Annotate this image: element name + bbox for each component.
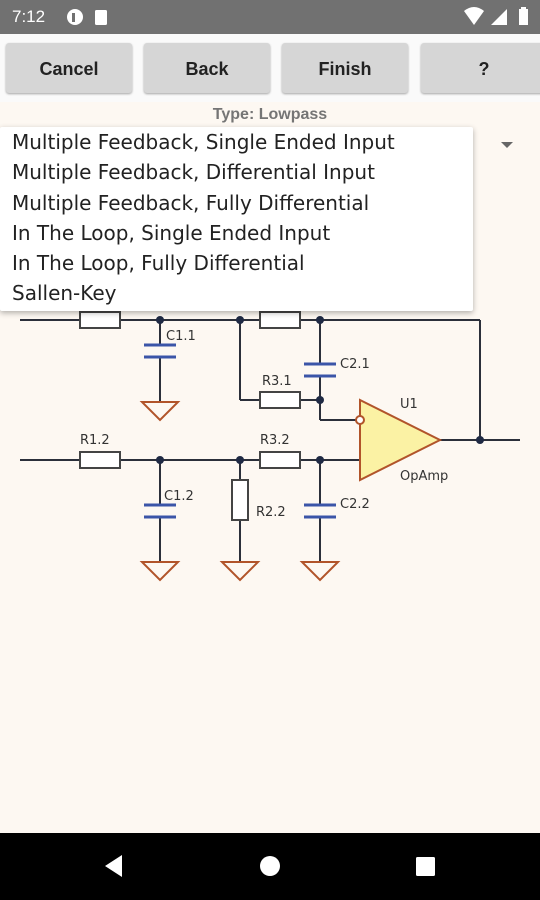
dropdown-item-mfb-single-ended[interactable]: Multiple Feedback, Single Ended Input bbox=[12, 130, 395, 154]
dropdown-item-sallen-key[interactable]: Sallen-Key bbox=[12, 281, 117, 306]
help-button[interactable]: ? bbox=[421, 43, 540, 93]
wifi-icon bbox=[464, 7, 484, 25]
status-time: 7:12 bbox=[12, 7, 46, 26]
dropdown-item-itl-fully-differential[interactable]: In The Loop, Fully Differential bbox=[12, 251, 305, 276]
label-c2-1: C2.1 bbox=[340, 357, 370, 372]
inverting-input-marker bbox=[355, 415, 365, 425]
battery-icon bbox=[519, 7, 528, 25]
resistor-r2-1 bbox=[259, 311, 301, 329]
filter-topology-dropdown: Multiple Feedback, Single Ended Input Mu… bbox=[0, 127, 473, 311]
circuit-schematic: C1.1 C2.1 R3.1 U1 OpAmp R1.2 R3.2 C1.2 R… bbox=[20, 311, 520, 582]
ground-symbol bbox=[139, 401, 181, 422]
resistor-r1-1 bbox=[79, 311, 121, 329]
navigation-bar bbox=[0, 833, 540, 900]
ground-symbol bbox=[299, 561, 341, 582]
label-r3-1: R3.1 bbox=[262, 374, 292, 389]
filter-type-label: Type: Lowpass bbox=[212, 106, 328, 123]
status-bar: 7:12 bbox=[0, 0, 540, 34]
resistor-r1-2 bbox=[79, 451, 121, 469]
ground-symbol bbox=[219, 561, 261, 582]
label-c1-2: C1.2 bbox=[164, 489, 194, 504]
label-c2-2: C2.2 bbox=[340, 497, 370, 512]
label-r3-2: R3.2 bbox=[260, 433, 290, 448]
recents-nav-icon[interactable] bbox=[410, 833, 440, 900]
dropdown-item-itl-single-ended[interactable]: In The Loop, Single Ended Input bbox=[12, 220, 331, 245]
cancel-button[interactable]: Cancel bbox=[6, 43, 132, 93]
back-button[interactable]: Back bbox=[144, 43, 270, 93]
label-u1: U1 bbox=[400, 397, 418, 412]
ground-symbol bbox=[139, 561, 181, 582]
home-nav-icon[interactable] bbox=[255, 833, 285, 900]
dropdown-item-mfb-differential[interactable]: Multiple Feedback, Differential Input bbox=[12, 160, 375, 185]
finish-button[interactable]: Finish bbox=[282, 43, 408, 93]
resistor-r2-2 bbox=[231, 479, 249, 521]
spinner-dropdown-icon[interactable] bbox=[499, 139, 515, 151]
back-nav-icon[interactable] bbox=[100, 833, 130, 900]
dropdown-item-mfb-fully-differential[interactable]: Multiple Feedback, Fully Differential bbox=[12, 190, 370, 215]
label-opamp: OpAmp bbox=[400, 469, 448, 484]
resistor-r3-2 bbox=[259, 451, 301, 469]
resistor-r3-1 bbox=[259, 391, 301, 409]
label-r2-2: R2.2 bbox=[256, 505, 286, 520]
opamp-symbol bbox=[359, 398, 443, 482]
label-r1-2: R1.2 bbox=[80, 433, 110, 448]
signal-icon bbox=[491, 9, 507, 25]
label-c1-1: C1.1 bbox=[166, 329, 196, 344]
notification-icons bbox=[67, 9, 107, 25]
